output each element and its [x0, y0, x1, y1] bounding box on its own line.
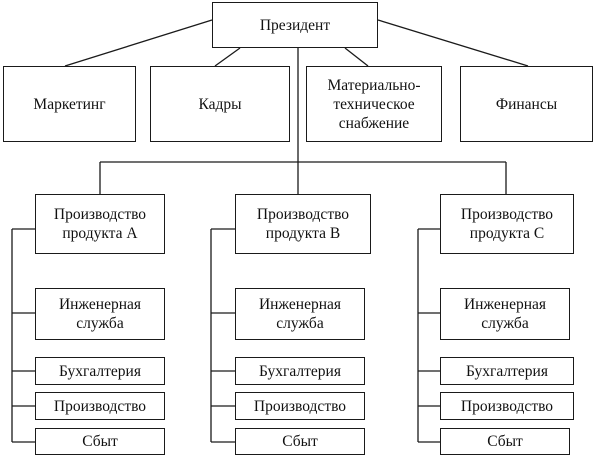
connector-line [344, 47, 369, 67]
unit-engineering-box: Инженерная служба [35, 288, 165, 340]
unit-accounting-box: Бухгалтерия [235, 357, 365, 385]
president-label: Президент [259, 16, 331, 34]
unit-label: Производство [253, 397, 347, 415]
department-hr-box: Кадры [150, 66, 290, 142]
unit-label: Сбыт [487, 433, 523, 450]
president-box: Президент [212, 2, 378, 48]
unit-label: Сбыт [82, 433, 118, 450]
department-marketing-box: Маркетинг [3, 66, 136, 142]
unit-accounting-box: Бухгалтерия [35, 357, 165, 385]
unit-sales-box: Сбыт [35, 428, 165, 455]
department-label: Материально- техническое снабжение [327, 76, 421, 132]
division-title: Производство продукта А [53, 206, 147, 242]
unit-production-box: Производство [35, 392, 165, 420]
unit-label: Сбыт [282, 433, 318, 450]
unit-sales-box: Сбыт [235, 428, 365, 455]
department-label: Маркетинг [33, 95, 106, 113]
unit-label: Производство [460, 397, 554, 415]
unit-production-box: Производство [440, 392, 574, 420]
division-c-box: Производство продукта С [440, 194, 574, 254]
unit-accounting-box: Бухгалтерия [440, 357, 574, 385]
unit-label: Инженерная служба [258, 296, 342, 332]
unit-label: Бухгалтерия [466, 362, 548, 380]
connector-line [377, 19, 529, 67]
unit-label: Производство [53, 397, 147, 415]
unit-engineering-box: Инженерная служба [235, 288, 365, 340]
division-title: Производство продукта С [460, 206, 554, 242]
division-b-box: Производство продукта В [235, 194, 371, 254]
unit-label: Бухгалтерия [259, 362, 341, 380]
connector-line [64, 19, 213, 67]
unit-production-box: Производство [235, 392, 365, 420]
department-label: Кадры [198, 95, 242, 113]
division-a-box: Производство продукта А [35, 194, 165, 254]
unit-engineering-box: Инженерная служба [440, 288, 570, 340]
unit-label: Инженерная служба [58, 296, 142, 332]
division-title: Производство продукта В [256, 206, 350, 242]
department-supply-box: Материально- техническое снабжение [306, 66, 442, 142]
department-label: Финансы [495, 95, 558, 113]
unit-label: Инженерная служба [463, 296, 547, 332]
department-finance-box: Финансы [460, 66, 593, 142]
connector-line [214, 47, 241, 67]
unit-sales-box: Сбыт [440, 428, 570, 455]
unit-label: Бухгалтерия [59, 362, 141, 380]
